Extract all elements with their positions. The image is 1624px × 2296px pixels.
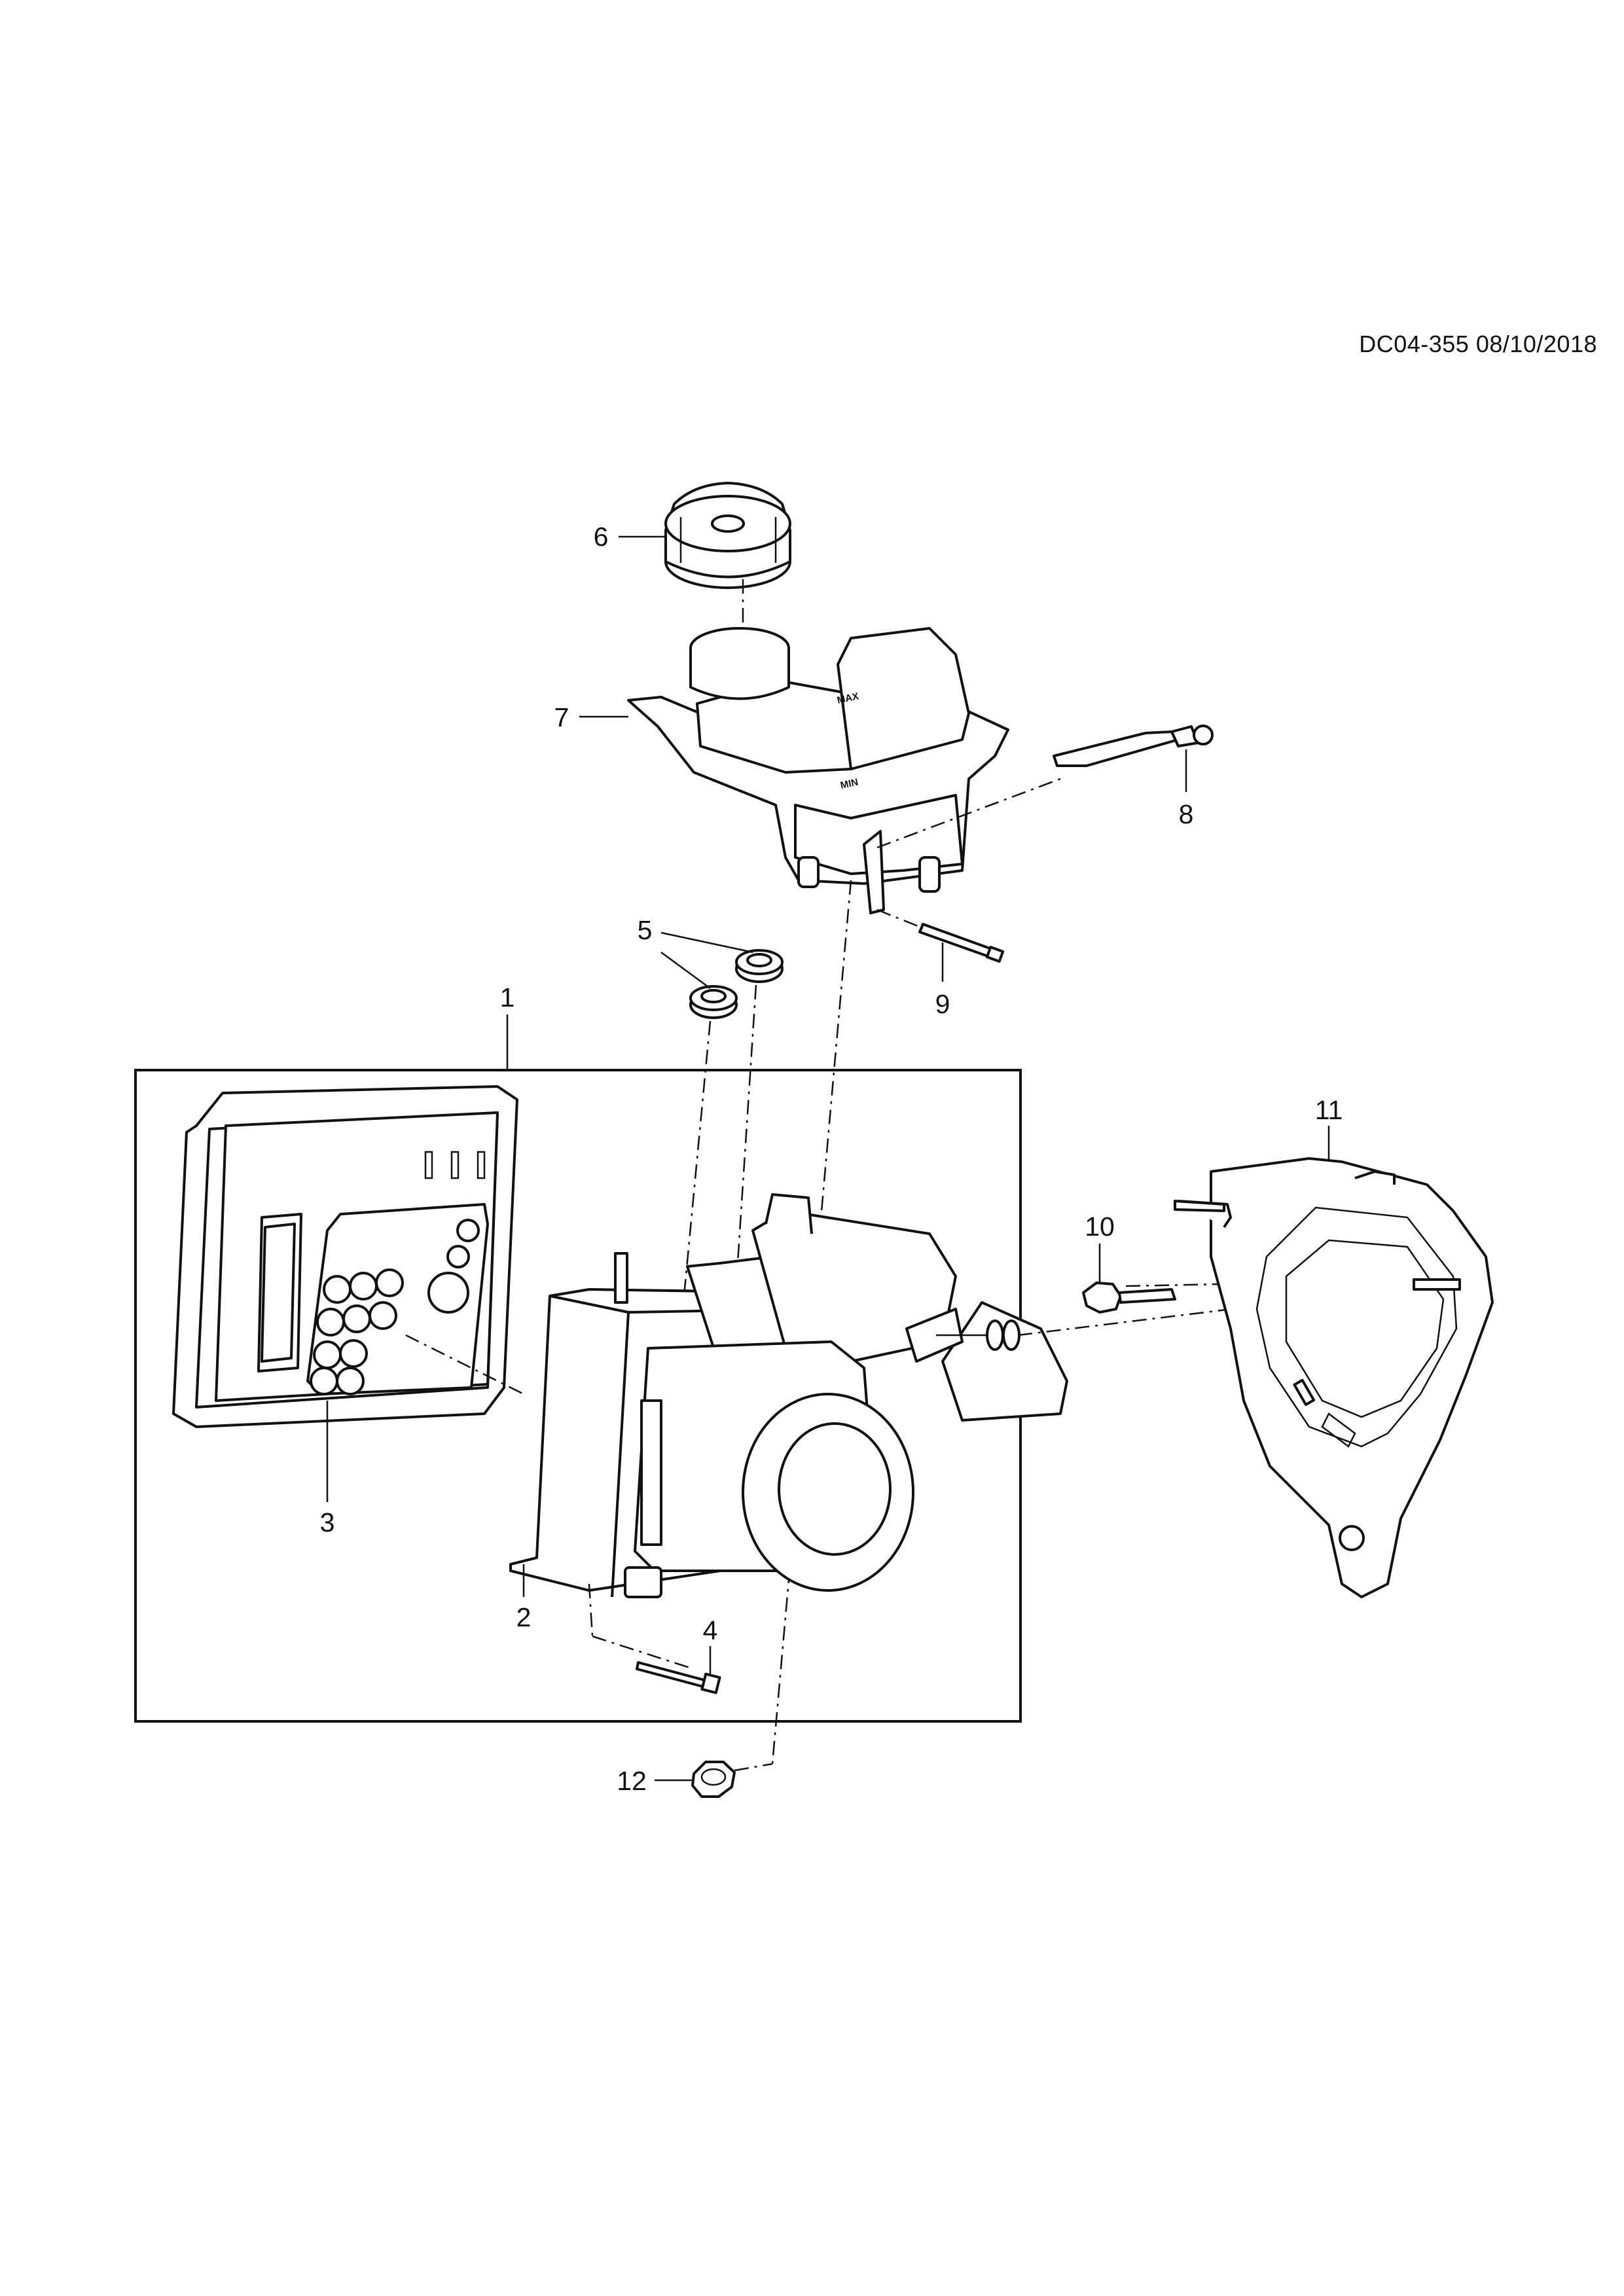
callout-10: 10 [1085, 1211, 1115, 1242]
level-sensor-part [1053, 725, 1214, 767]
axis-pin [876, 908, 924, 929]
reservoir-min-mark: MIN [839, 777, 859, 791]
grommet-seals-part [689, 949, 784, 1019]
reservoir-max-mark: MAX [836, 691, 859, 706]
callout-2: 2 [516, 1602, 532, 1632]
axis-grommet-a [683, 1020, 712, 1297]
callout-6: 6 [594, 522, 609, 552]
flange-bolt-part [1082, 1282, 1176, 1314]
callout-7: 7 [554, 702, 569, 732]
axis-bolt-b [592, 1635, 695, 1670]
axis-grommet-b [735, 984, 757, 1283]
hydraulic-modulator-part [509, 1193, 1068, 1598]
leader-5b [660, 931, 753, 954]
axis-bolt [588, 1583, 594, 1637]
solenoid-ports [310, 1219, 480, 1395]
control-module-part [172, 1085, 518, 1428]
leader-5a [660, 951, 711, 990]
retaining-pin-part [918, 923, 1005, 963]
callout-12: 12 [617, 1766, 647, 1796]
mounting-bolt-part [636, 1661, 721, 1695]
callout-5: 5 [638, 915, 653, 945]
callout-11: 11 [1315, 1095, 1343, 1125]
callout-8: 8 [1179, 799, 1194, 829]
axis-module [405, 1334, 524, 1395]
mounting-bracket-part [1174, 1157, 1494, 1598]
brake-fluid-reservoir-part: MAX MIN [627, 627, 1009, 914]
callout-3: 3 [320, 1507, 335, 1537]
callout-4: 4 [703, 1615, 718, 1645]
callout-1: 1 [500, 982, 515, 1013]
diagram-reference-code: DC04-355 08/10/2018 [1359, 331, 1597, 357]
callout-9: 9 [935, 989, 950, 1019]
axis-nut [734, 1763, 773, 1772]
flange-nut-part [691, 1761, 736, 1798]
reservoir-cap-part [664, 482, 791, 589]
axis-sensor [876, 778, 1061, 849]
